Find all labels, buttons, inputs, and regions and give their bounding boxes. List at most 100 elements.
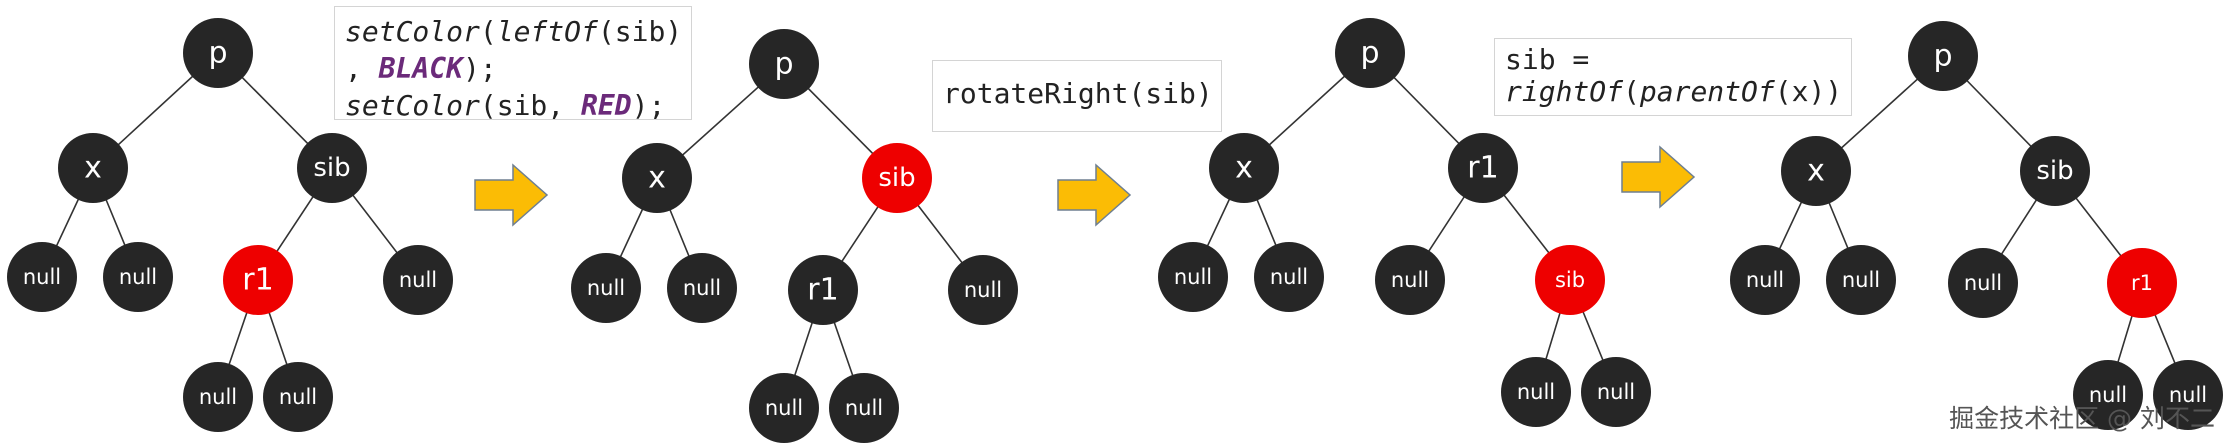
code-fn: setColor <box>345 89 480 122</box>
tree-node-x: x <box>1209 133 1279 203</box>
node-circle <box>1209 133 1279 203</box>
node-circle <box>1781 136 1851 206</box>
node-label: null <box>23 265 61 289</box>
node-circle <box>103 242 173 312</box>
tree-node-sib: sib <box>297 133 367 203</box>
code-text: ); <box>631 89 666 122</box>
node-circle <box>383 245 453 315</box>
nodes-layer: p x sib null null r1 null null null p x sib null null… <box>7 18 2223 443</box>
tree-node-r1: r1 <box>223 245 293 315</box>
node-circle <box>862 143 932 213</box>
code-fn: parentOf <box>1639 75 1775 108</box>
node-label: x <box>648 161 666 196</box>
tree-node-n1: null <box>7 242 77 312</box>
code-text: ( <box>479 15 497 48</box>
tree-node-n2: null <box>1826 245 1896 315</box>
tree-node-n3: null <box>1948 248 2018 318</box>
tree-node-p: p <box>183 18 253 88</box>
node-circle <box>829 373 899 443</box>
tree-node-n2: null <box>103 242 173 312</box>
tree-node-n4: null <box>183 362 253 432</box>
tree-node-n1: null <box>1158 242 1228 312</box>
tree-node-x: x <box>1781 136 1851 206</box>
node-label: x <box>84 151 102 186</box>
node-circle <box>263 362 333 432</box>
node-circle <box>1730 245 1800 315</box>
node-label: null <box>1964 271 2002 295</box>
node-label: sib <box>2036 156 2073 186</box>
node-circle <box>749 373 819 443</box>
tree-node-n2: null <box>667 253 737 323</box>
node-label: null <box>1270 265 1308 289</box>
code-text: (x)) <box>1774 75 1843 108</box>
tree-node-x: x <box>622 143 692 213</box>
node-label: sib <box>313 153 350 183</box>
code-keyword: RED <box>581 89 632 122</box>
right-arrow-icon <box>1057 163 1132 227</box>
node-circle <box>1158 242 1228 312</box>
code-text: (sib) <box>597 15 683 48</box>
node-circle <box>1501 357 1571 427</box>
node-label: sib <box>1555 268 1585 292</box>
node-label: x <box>1235 151 1253 186</box>
node-circle <box>1581 357 1651 427</box>
code-text: sib = <box>1505 43 1590 76</box>
node-label: null <box>1597 380 1635 404</box>
code-text: ); <box>463 52 497 85</box>
node-circle <box>1826 245 1896 315</box>
code-fn: setColor <box>345 15 480 48</box>
node-circle <box>1254 242 1324 312</box>
arrows-layer <box>474 145 1696 227</box>
tree-node-n4: null <box>1501 357 1571 427</box>
tree-node-sib: sib <box>1535 245 1605 315</box>
tree-node-n5: null <box>1581 357 1651 427</box>
node-label: p <box>1933 39 1952 74</box>
node-label: r1 <box>242 263 273 298</box>
tree-node-n3: null <box>383 245 453 315</box>
node-label: null <box>845 396 883 420</box>
node-circle <box>1448 133 1518 203</box>
node-label: null <box>1391 268 1429 292</box>
node-label: p <box>1360 36 1379 71</box>
node-label: r1 <box>807 273 838 308</box>
tree-node-n5: null <box>829 373 899 443</box>
tree-node-n5: null <box>263 362 333 432</box>
code-box-reassign: sib = rightOf(parentOf(x)) <box>1494 38 1852 116</box>
node-label: null <box>964 278 1002 302</box>
code-fn: rightOf <box>1505 75 1624 108</box>
node-circle <box>2107 248 2177 318</box>
node-circle <box>1535 245 1605 315</box>
node-circle <box>2073 360 2143 430</box>
node-label: null <box>587 276 625 300</box>
node-circle <box>571 253 641 323</box>
node-circle <box>1375 245 1445 315</box>
node-circle <box>7 242 77 312</box>
node-circle <box>297 133 367 203</box>
tree-node-r1: r1 <box>2107 248 2177 318</box>
node-label: null <box>199 385 237 409</box>
tree-node-r1: r1 <box>788 255 858 325</box>
code-text: rotateRight(sib) <box>943 77 1213 110</box>
node-label: null <box>2169 383 2207 407</box>
node-label: null <box>1174 265 1212 289</box>
tree-node-n4: null <box>749 373 819 443</box>
code-box-recolor: setColor(leftOf(sib) , BLACK); setColor(… <box>334 6 692 122</box>
tree-node-n5: null <box>2153 360 2223 430</box>
tree-node-p: p <box>1335 18 1405 88</box>
node-circle <box>948 255 1018 325</box>
node-label: null <box>399 268 437 292</box>
node-circle <box>183 18 253 88</box>
node-label: null <box>1517 380 1555 404</box>
code-text: (sib, <box>479 89 582 122</box>
node-label: x <box>1807 154 1825 189</box>
node-circle <box>183 362 253 432</box>
node-circle <box>2020 136 2090 206</box>
node-label: null <box>279 385 317 409</box>
watermark: 掘金技术社区 @ 刘不二 <box>1949 404 2215 433</box>
node-circle <box>1335 18 1405 88</box>
node-label: null <box>683 276 721 300</box>
node-label: null <box>2089 383 2127 407</box>
tree-node-sib: sib <box>862 143 932 213</box>
node-label: sib <box>878 163 915 193</box>
